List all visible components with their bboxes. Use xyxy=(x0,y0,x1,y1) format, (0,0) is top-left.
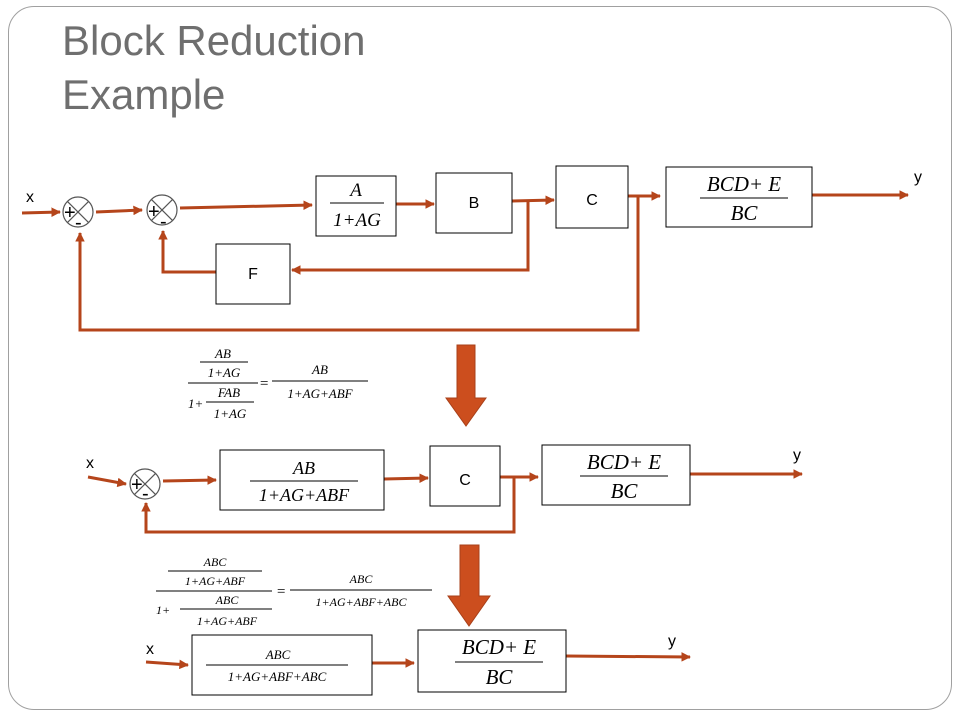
d1-sum1-plus: + xyxy=(64,202,76,224)
eq1-lhs-num-den: 1+AG xyxy=(208,365,241,380)
d1-block-F-label: F xyxy=(248,266,258,283)
eq2-lhs-num-den: 1+AG+ABF xyxy=(185,574,246,588)
d3-input-label: x xyxy=(146,641,154,658)
d3-block-ABC-num: ABC xyxy=(265,647,291,662)
d1-block-F xyxy=(215,243,291,305)
d2-sum-plus: + xyxy=(131,474,143,496)
d2-block-C xyxy=(429,445,501,507)
eq1-equals: = xyxy=(259,376,269,392)
title-line-1: Block Reduction xyxy=(62,17,366,64)
d3-block-out-den: BC xyxy=(486,665,514,689)
eq1-rhs-den: 1+AG+ABF xyxy=(287,386,353,401)
d1-block-B-label: B xyxy=(469,195,480,212)
d1-block-A-den: 1+AG xyxy=(333,210,381,231)
eq1-lhs-den-prefix: 1+ xyxy=(188,396,203,411)
equation-1: AB 1+AG 1+ FAB 1+AG = AB 1+AG+ABF xyxy=(188,346,368,421)
d1-sum2-minus: - xyxy=(160,211,167,233)
d1-wire-blockB-blockC xyxy=(511,195,555,206)
diagram-2 xyxy=(87,469,803,534)
d3-output-wire xyxy=(565,652,691,662)
d2-sum-minus: - xyxy=(142,483,149,505)
diagram-1 xyxy=(21,190,909,332)
d3-block-ABC-den: 1+AG+ABF+ABC xyxy=(228,669,327,684)
d2-output-label: y xyxy=(793,447,801,464)
diagram-3 xyxy=(145,652,691,670)
d1-inner-feedback-to-F xyxy=(291,201,530,275)
d3-block-out xyxy=(417,629,567,693)
d2-block-out xyxy=(541,444,691,506)
eq2-rhs-den: 1+AG+ABF+ABC xyxy=(316,595,408,609)
d2-block-AB-num: AB xyxy=(292,458,315,478)
d2-wire-blockAB-blockC xyxy=(383,473,429,483)
d1-sum2-cross-2 xyxy=(150,198,174,222)
d1-sum2-plus: + xyxy=(148,201,160,223)
d1-block-A xyxy=(315,175,397,237)
d2-feedback xyxy=(141,477,516,534)
d3-block-out-num: BCD+ E xyxy=(462,635,536,659)
d1-sum1-cross-2 xyxy=(66,200,90,224)
d3-input-wire xyxy=(145,659,189,670)
eq1-lhs-den-den: 1+AG xyxy=(214,406,247,421)
eq2-equals: = xyxy=(276,584,286,600)
eq1-lhs-den-num: FAB xyxy=(217,385,240,400)
d2-block-AB xyxy=(219,449,385,511)
d1-block-C xyxy=(555,165,629,229)
eq1-lhs-num-num: AB xyxy=(214,346,231,361)
eq2-lhs-den-den: 1+AG+ABF xyxy=(197,614,258,628)
d1-block-out xyxy=(665,166,813,228)
reduction-arrow-2 xyxy=(447,544,491,627)
d2-block-C-label: C xyxy=(459,472,471,489)
d1-output-label: y xyxy=(914,169,922,186)
slide-frame xyxy=(8,6,952,710)
d3-output-label: y xyxy=(668,633,676,650)
d2-block-out-num: BCD+ E xyxy=(587,450,661,474)
d2-block-AB-den: 1+AG+ABF xyxy=(259,485,350,505)
d1-sum1-minus: - xyxy=(75,212,82,234)
d1-wire-sum1-sum2 xyxy=(95,205,143,216)
d1-outer-feedback xyxy=(75,196,640,332)
d1-block-out-num: BCD+ E xyxy=(707,172,781,196)
d2-sum-cross-2 xyxy=(133,472,157,496)
d2-input-label: x xyxy=(86,455,94,472)
eq2-lhs-den-prefix: 1+ xyxy=(156,603,170,617)
eq2-lhs-den-num: ABC xyxy=(215,593,240,607)
eq1-rhs-num: AB xyxy=(311,362,328,377)
slide-title: Block Reduction Example xyxy=(62,14,522,122)
equation-2: ABC 1+AG+ABF 1+ ABC 1+AG+ABF = ABC 1+AG+… xyxy=(156,555,432,628)
d2-block-out-den: BC xyxy=(611,479,639,503)
d2-wire-sum-blockAB xyxy=(162,475,217,485)
d1-input-label: x xyxy=(26,189,34,206)
title-line-2: Example xyxy=(62,71,226,118)
d1-block-A-num: A xyxy=(348,180,362,201)
d1-block-C-label: C xyxy=(586,192,598,209)
d1-input-wire xyxy=(21,207,61,218)
eq2-lhs-num-num: ABC xyxy=(203,555,228,569)
d1-inner-feedback-F-to-sum2 xyxy=(158,230,216,274)
reduction-arrow-1 xyxy=(445,344,487,427)
d2-input-wire xyxy=(87,475,127,488)
eq2-rhs-num: ABC xyxy=(349,572,374,586)
d1-wire-sum2-blockA xyxy=(179,200,313,210)
d1-block-B xyxy=(435,172,513,234)
d1-block-out-den: BC xyxy=(731,201,759,225)
